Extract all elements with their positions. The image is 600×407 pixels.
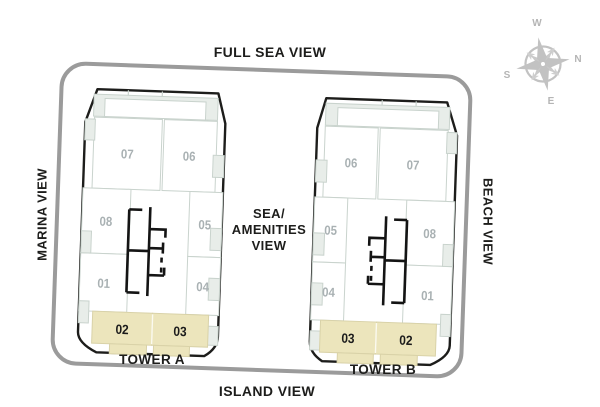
unit-03-label-tower-b: 03 bbox=[341, 330, 355, 346]
side-balcony bbox=[445, 131, 458, 155]
unit-04-label-tower-b: 04 bbox=[322, 285, 335, 300]
unit-08-label-tower-a: 08 bbox=[99, 214, 112, 229]
tower-b-plan: 06 07 05 08 04 01 03 02 bbox=[308, 96, 459, 367]
tower-b-name: TOWER B bbox=[349, 362, 417, 377]
podium-divider bbox=[150, 314, 154, 345]
sea-amenities-line1: SEA/ bbox=[253, 206, 285, 221]
core-icon bbox=[125, 207, 167, 297]
marina-view-label: MARINA VIEW bbox=[34, 168, 50, 261]
tower-a-name: TOWER A bbox=[119, 352, 185, 367]
compass-star bbox=[516, 37, 570, 91]
unit-08-label-tower-b: 08 bbox=[423, 226, 436, 241]
unit-01-label-tower-b: 01 bbox=[421, 288, 434, 303]
side-balcony bbox=[80, 230, 93, 254]
unit-06-label-tower-a: 06 bbox=[183, 149, 196, 164]
compass-w: W bbox=[532, 18, 542, 29]
beach-view-label: BEACH VIEW bbox=[480, 177, 496, 265]
site-boundary: 07 06 08 05 01 04 02 03 06 07 05 08 04 01 03 02 bbox=[49, 60, 474, 380]
unit-07-label-tower-b: 07 bbox=[406, 158, 419, 173]
island-view-label: ISLAND VIEW bbox=[218, 383, 316, 399]
top-terrace bbox=[104, 97, 207, 121]
top-terrace bbox=[336, 107, 440, 130]
podium-balcony bbox=[152, 344, 191, 358]
sea-amenities-line2: AMENITIES bbox=[231, 222, 307, 237]
side-balcony bbox=[209, 227, 223, 252]
facade-ticks bbox=[127, 90, 164, 97]
compass-rose: W N S E bbox=[504, 18, 582, 107]
side-balcony bbox=[84, 118, 96, 141]
side-balcony bbox=[314, 159, 328, 183]
side-balcony bbox=[211, 154, 225, 179]
side-balcony bbox=[312, 232, 326, 256]
unit-02-label-tower-a: 02 bbox=[115, 321, 129, 337]
side-balcony bbox=[439, 313, 452, 338]
compass-n: N bbox=[574, 54, 581, 65]
unit-02-label-tower-b: 02 bbox=[399, 332, 413, 348]
podium-balcony bbox=[108, 343, 148, 356]
side-balcony bbox=[310, 282, 324, 306]
side-balcony bbox=[77, 300, 90, 324]
full-sea-view-label: FULL SEA VIEW bbox=[213, 44, 327, 60]
unit-07-label-tower-a: 07 bbox=[121, 147, 134, 162]
compass-s: S bbox=[504, 70, 511, 81]
tower-a-plan: 07 06 08 05 01 04 02 03 bbox=[76, 87, 227, 358]
podium-divider bbox=[374, 323, 378, 354]
unit-05-label-tower-a: 05 bbox=[198, 217, 211, 232]
unit-04-label-tower-a: 04 bbox=[196, 279, 209, 294]
side-balcony bbox=[441, 243, 454, 268]
unit-06-label-tower-b: 06 bbox=[344, 155, 357, 170]
core-icon bbox=[366, 216, 409, 306]
compass-e: E bbox=[548, 96, 555, 107]
side-balcony bbox=[207, 277, 221, 302]
sea-amenities-line3: VIEW bbox=[251, 238, 287, 253]
unit-03-label-tower-a: 03 bbox=[173, 323, 187, 339]
podium-balcony bbox=[336, 352, 374, 365]
sea-amenities-view-label: SEA/ AMENITIES VIEW bbox=[209, 206, 329, 254]
unit-05-label-tower-b: 05 bbox=[324, 223, 337, 238]
unit-01-label-tower-a: 01 bbox=[97, 276, 110, 291]
facade-ticks bbox=[381, 100, 417, 107]
podium-balcony bbox=[379, 353, 418, 367]
